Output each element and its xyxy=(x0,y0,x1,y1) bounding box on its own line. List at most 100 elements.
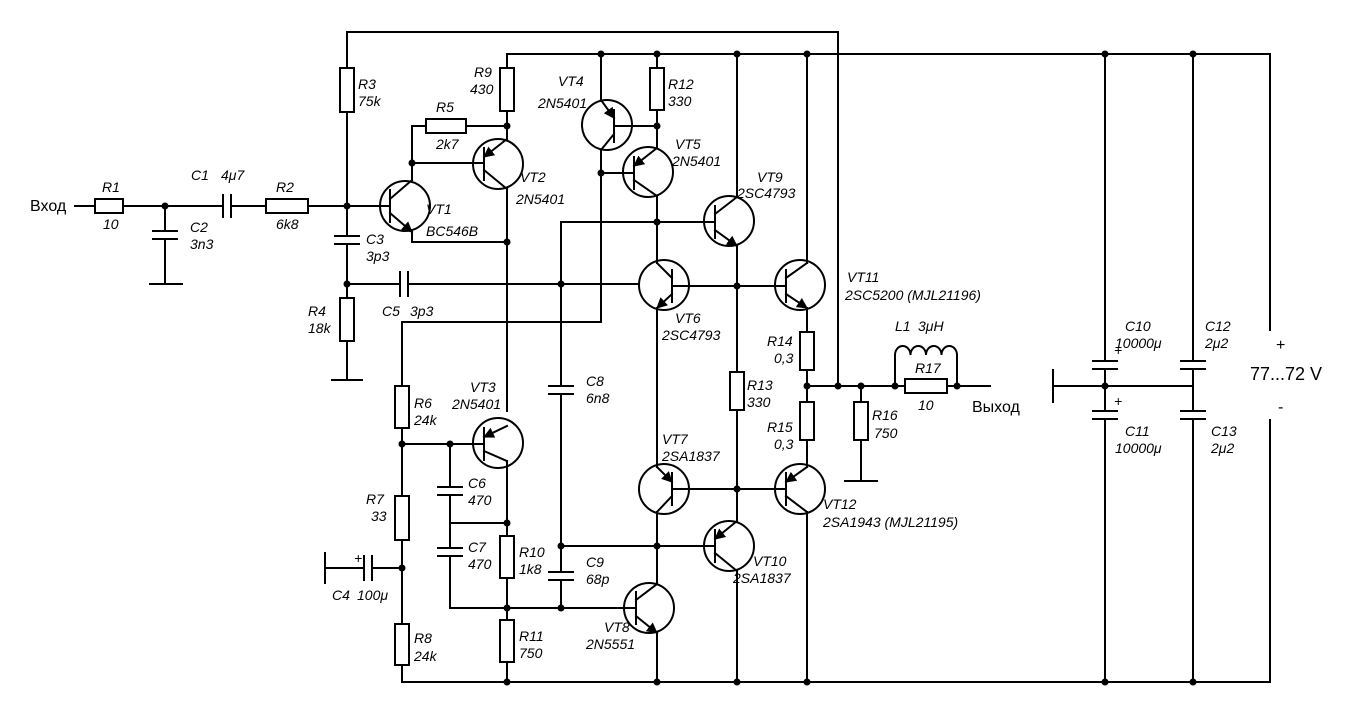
r9-value: 430 xyxy=(470,81,494,97)
c9-value: 68p xyxy=(586,571,610,587)
resistor-r17 xyxy=(904,378,948,394)
c4-value: 100μ xyxy=(357,587,388,603)
vt8-type: 2N5551 xyxy=(585,636,635,652)
r17-value: 10 xyxy=(918,397,934,413)
c12-ref: C12 xyxy=(1205,318,1231,334)
vt4-ref: VT4 xyxy=(558,73,584,89)
resistor-r3 xyxy=(339,67,355,113)
r9-ref: R9 xyxy=(474,64,492,80)
r12-value: 330 xyxy=(668,93,692,109)
r6-value: 24k xyxy=(413,412,438,428)
transistor-vt2 xyxy=(472,137,524,191)
r11-value: 750 xyxy=(519,645,543,661)
input-label: Вход xyxy=(30,198,67,215)
resistor-r2 xyxy=(265,198,309,214)
terminal-labels: Вход Выход 77...72 V + - + + + xyxy=(30,198,1322,566)
capacitor-c9 xyxy=(548,571,574,581)
resistor-labels: R1 10 R2 6k8 R3 75k R4 18k R5 2k7 R6 24k… xyxy=(102,64,942,664)
c3-value: 3p3 xyxy=(366,248,390,264)
supply-plus-label: + xyxy=(1276,337,1285,354)
r15-ref: R15 xyxy=(767,419,793,435)
c10-value: 10000μ xyxy=(1115,335,1162,351)
r10-ref: R10 xyxy=(519,544,545,560)
transistor-vt11 xyxy=(772,259,826,311)
c13-value: 2μ2 xyxy=(1210,440,1234,456)
inductor-l1 xyxy=(894,345,958,356)
vt3-type: 2N5401 xyxy=(451,396,501,412)
resistor-r16 xyxy=(853,401,869,441)
c2-ref: C2 xyxy=(190,219,208,235)
r16-value: 750 xyxy=(874,425,898,441)
wiring xyxy=(74,31,1271,683)
transistor-labels: VT1 BC546B VT2 2N5401 VT3 2N5401 VT4 2N5… xyxy=(426,73,981,652)
resistor-r7 xyxy=(394,495,410,541)
r3-value: 75k xyxy=(358,93,382,109)
r3-ref: R3 xyxy=(358,76,376,92)
transistor-vt1 xyxy=(379,178,431,234)
resistor-r6 xyxy=(394,385,410,429)
c4-polarity-mark: + xyxy=(354,550,362,566)
vt6-type: 2SC4793 xyxy=(661,327,721,343)
resistor-r9 xyxy=(499,67,515,112)
capacitor-c3 xyxy=(334,235,360,245)
c6-value: 470 xyxy=(468,492,492,508)
capacitor-c4 xyxy=(363,555,373,581)
r5-ref: R5 xyxy=(436,99,454,115)
r16-ref: R16 xyxy=(872,407,898,423)
vt8-ref: VT8 xyxy=(604,619,630,635)
r14-ref: R14 xyxy=(767,333,793,349)
r1-value: 10 xyxy=(103,216,119,232)
r2-ref: R2 xyxy=(276,179,294,195)
c7-ref: C7 xyxy=(468,539,487,555)
r2-value: 6k8 xyxy=(276,216,299,232)
vt9-ref: VT9 xyxy=(757,169,783,185)
resistor-r11 xyxy=(499,619,515,663)
vt5-type: 2N5401 xyxy=(671,153,721,169)
transistor-vt5 xyxy=(622,146,674,198)
c5-value: 3p3 xyxy=(410,303,434,319)
transistor-vt12 xyxy=(772,463,826,515)
r7-value: 33 xyxy=(371,508,387,524)
r1-ref: R1 xyxy=(102,179,120,195)
vt12-type: 2SA1943 (MJL21195) xyxy=(822,514,958,530)
transistor-vt6 xyxy=(638,259,690,311)
c11-value: 10000μ xyxy=(1115,440,1162,456)
r4-value: 18k xyxy=(308,320,332,336)
transistor-vt7 xyxy=(638,463,690,515)
resistor-r4 xyxy=(339,297,355,342)
c5-ref: C5 xyxy=(382,303,400,319)
c7-value: 470 xyxy=(468,556,492,572)
c8-value: 6n8 xyxy=(586,390,610,406)
transistor-vt3 xyxy=(472,417,524,469)
resistor-r14 xyxy=(799,331,815,371)
r13-ref: R13 xyxy=(747,377,773,393)
r5-value: 2k7 xyxy=(435,136,460,152)
c11-polarity-mark: + xyxy=(1114,393,1122,409)
vt10-type: 2SA1837 xyxy=(732,570,792,586)
r8-value: 24k xyxy=(413,648,438,664)
vt2-ref: VT2 xyxy=(520,169,546,185)
r12-ref: R12 xyxy=(668,76,694,92)
transistor-vt10 xyxy=(703,519,755,573)
r10-value: 1k8 xyxy=(519,561,542,577)
c6-ref: C6 xyxy=(468,475,486,491)
r11-ref: R11 xyxy=(519,628,544,644)
c9-ref: C9 xyxy=(586,554,604,570)
capacitor-c8 xyxy=(548,385,574,395)
vt7-ref: VT7 xyxy=(662,431,689,447)
resistor-r1 xyxy=(94,198,124,214)
vt9-type: 2SC4793 xyxy=(736,185,796,201)
vt1-type: BC546B xyxy=(426,223,478,239)
c12-value: 2μ2 xyxy=(1204,335,1228,351)
resistor-r13 xyxy=(729,371,745,411)
resistor-r12 xyxy=(649,67,665,111)
transistor-vt9 xyxy=(703,195,755,248)
vt11-type: 2SC5200 (MJL21196) xyxy=(844,287,981,303)
l1-ref: L1 xyxy=(895,318,911,334)
transistors xyxy=(379,98,826,635)
capacitor-plates xyxy=(152,194,1206,581)
vt1-ref: VT1 xyxy=(426,201,452,217)
transistor-vt4 xyxy=(581,98,633,152)
inductor-labels: L1 3μH xyxy=(895,318,944,334)
